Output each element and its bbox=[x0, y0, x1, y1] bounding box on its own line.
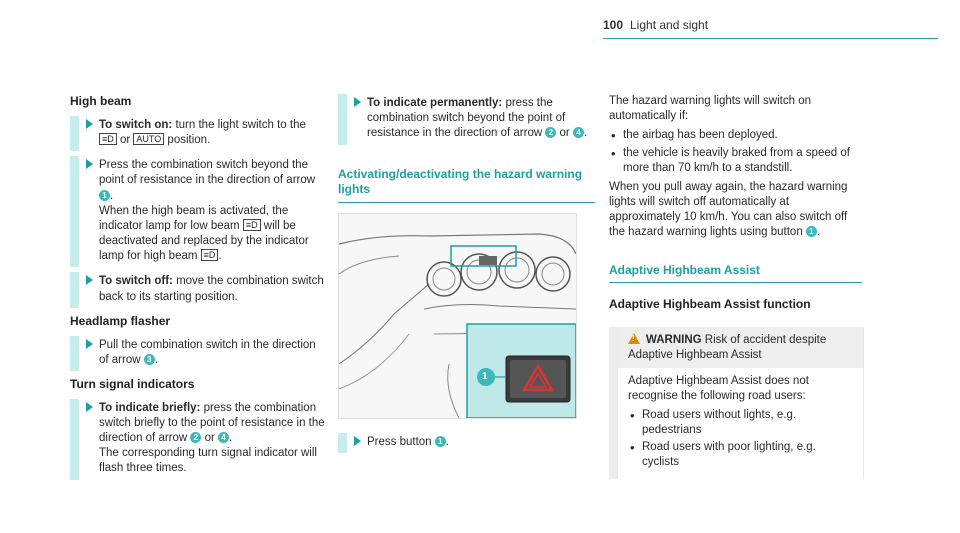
flasher-heading: Headlamp flasher bbox=[70, 313, 171, 328]
list-item: Road users with poor lighting, e.g. cycl… bbox=[628, 439, 855, 470]
dashboard-illustration bbox=[339, 214, 576, 419]
page-header: 100 Light and sight bbox=[603, 14, 938, 39]
low-beam-icon: ≡D bbox=[99, 133, 117, 145]
step-text: Pull the combination switch in the direc… bbox=[99, 338, 316, 366]
low-beam-icon: ≡D bbox=[242, 218, 261, 231]
step-arrow-icon bbox=[86, 275, 93, 286]
list-item: Road users without lights, e.g. pedestri… bbox=[628, 407, 855, 438]
step-text: To indicate permanently: press the combi… bbox=[367, 97, 588, 140]
step-switch-on: To switch on: turn the light switch to t… bbox=[70, 115, 325, 152]
column-left: High beam To switch on: turn the light s… bbox=[70, 94, 325, 485]
step-indicate-briefly: To indicate briefly: press the combinati… bbox=[70, 398, 325, 480]
callout-number-badge: 2 bbox=[545, 127, 557, 139]
warning-label: WARNING bbox=[646, 334, 702, 347]
auto-light-icon: AUTO bbox=[133, 133, 165, 145]
step-text: To switch off: move the combination swit… bbox=[99, 275, 324, 303]
warning-body: Adaptive Highbeam Assist does not recogn… bbox=[618, 368, 863, 479]
page-number: 100 bbox=[603, 18, 624, 32]
step-press-hazard-button: Press button 1. bbox=[338, 433, 595, 454]
warning-title: Risk of accident despite Adaptive Highbe… bbox=[628, 334, 827, 362]
step-press-switch: Press the combination switch beyond the … bbox=[70, 156, 325, 268]
high-beam-heading: High beam bbox=[70, 94, 132, 108]
step-arrow-icon bbox=[86, 401, 93, 412]
section-title: Light and sight bbox=[630, 18, 709, 32]
step-arrow-icon bbox=[86, 159, 93, 170]
step-text: Press button 1. bbox=[367, 436, 449, 449]
turn-signal-heading: Turn signal indicators bbox=[70, 376, 195, 391]
high-beam-icon: ≡D bbox=[200, 249, 219, 262]
step-text: To indicate briefly: press the combinati… bbox=[99, 401, 325, 475]
hazard-button-figure: 1 bbox=[338, 213, 577, 420]
warning-triangle-icon bbox=[628, 333, 640, 345]
hazard-off-text: When you pull away again, the hazard war… bbox=[609, 180, 848, 239]
step-flasher: Pull the combination switch in the direc… bbox=[70, 335, 325, 371]
warning-text: Adaptive Highbeam Assist does not recogn… bbox=[628, 374, 809, 402]
list-item: the vehicle is heavily braked from a spe… bbox=[609, 145, 862, 176]
hazard-warning-heading: Activating/deactivating the hazard warni… bbox=[338, 167, 595, 204]
warning-list: Road users without lights, e.g. pedestri… bbox=[628, 407, 855, 471]
warning-box: WARNING Risk of accident despite Adaptiv… bbox=[609, 327, 864, 479]
warning-header: WARNING Risk of accident despite Adaptiv… bbox=[618, 327, 863, 368]
callout-number-badge: 1 bbox=[434, 436, 446, 448]
callout-number-badge: 1 bbox=[99, 189, 110, 201]
adaptive-highbeam-function-heading: Adaptive Highbeam Assist function bbox=[609, 297, 811, 312]
list-item: the airbag has been deployed. bbox=[609, 127, 862, 144]
adaptive-highbeam-heading: Adaptive Highbeam Assist bbox=[609, 263, 862, 284]
step-arrow-icon bbox=[354, 436, 361, 447]
column-middle: To indicate permanently: press the combi… bbox=[338, 94, 595, 458]
column-right: The hazard warning lights will switch on… bbox=[609, 94, 864, 479]
figure-callout-number: 1 bbox=[482, 371, 488, 383]
step-arrow-icon bbox=[86, 118, 93, 129]
step-arrow-icon bbox=[86, 338, 93, 349]
step-arrow-icon bbox=[354, 97, 361, 107]
step-switch-off: To switch off: move the combination swit… bbox=[70, 272, 325, 308]
callout-number-badge: 2 bbox=[190, 432, 202, 444]
step-indicate-permanently: To indicate permanently: press the combi… bbox=[338, 94, 595, 145]
hazard-conditions-list: the airbag has been deployed. the vehicl… bbox=[609, 127, 862, 176]
step-text: Press the combination switch beyond the … bbox=[99, 159, 316, 263]
hazard-intro-text: The hazard warning lights will switch on… bbox=[609, 95, 811, 123]
callout-number-badge: 1 bbox=[805, 226, 817, 238]
step-text: To switch on: turn the light switch to t… bbox=[99, 118, 306, 146]
callout-number-badge: 4 bbox=[572, 127, 584, 139]
callout-number-badge: 4 bbox=[218, 432, 230, 444]
callout-number-badge: 3 bbox=[143, 353, 155, 365]
